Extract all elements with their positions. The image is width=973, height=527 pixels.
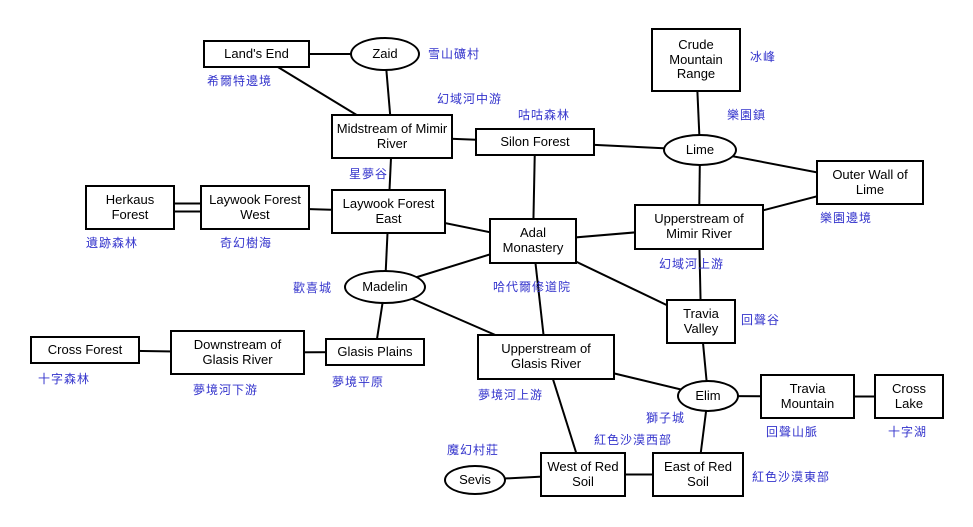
node-upperstream-mimir: Upperstream of Mimir River — [634, 204, 764, 250]
annotation-laywook-west: 奇幻樹海 — [220, 236, 273, 250]
node-zaid: Zaid — [350, 37, 420, 71]
node-label-west-red-soil: West of Red Soil — [547, 458, 619, 489]
node-label-upperstream-mimir: Upperstream of Mimir River — [654, 211, 744, 241]
annotation-travia-valley: 回聲谷 — [741, 313, 781, 327]
node-label-glasis-plains: Glasis Plains — [337, 343, 413, 359]
node-east-red-soil: East of Red Soil — [652, 452, 744, 497]
node-travia-valley: Travia Valley — [666, 299, 736, 344]
node-glasis-plains: Glasis Plains — [325, 338, 425, 366]
node-upperstream-glasis: Upperstream of Glasis River — [477, 334, 615, 380]
node-outer-wall-lime: Outer Wall of Lime — [816, 160, 924, 205]
node-downstream-glasis: Downstream of Glasis River — [170, 330, 305, 375]
node-adal-monastery: Adal Monastery — [489, 218, 577, 264]
node-label-upperstream-glasis: Upperstream of Glasis River — [501, 341, 591, 371]
annotation-herkaus-forest: 遺跡森林 — [86, 236, 139, 250]
annotation-elim: 獅子城 — [646, 411, 686, 425]
annotation-madelin: 歡喜城 — [293, 281, 333, 295]
annotation-laywook-east: 星夢谷 — [349, 167, 389, 181]
annotation-crude-mountain-range: 冰峰 — [750, 50, 777, 64]
node-label-travia-mountain: Travia Mountain — [780, 380, 835, 411]
node-label-elim: Elim — [695, 387, 721, 403]
annotation-silon-forest: 咕咕森林 — [518, 108, 571, 122]
annotation-cross-lake: 十字湖 — [888, 425, 928, 439]
node-cross-forest: Cross Forest — [30, 336, 140, 364]
node-laywook-east: Laywook Forest East — [331, 189, 446, 234]
annotation-adal-monastery: 哈代爾修道院 — [493, 280, 572, 294]
node-travia-mountain: Travia Mountain — [760, 374, 855, 419]
node-label-cross-lake: Cross Lake — [892, 380, 926, 411]
annotation-cross-forest: 十字森林 — [38, 372, 91, 386]
node-label-zaid: Zaid — [372, 45, 398, 61]
annotation-sevis: 魔幻村莊 — [447, 443, 500, 457]
node-label-cross-forest: Cross Forest — [47, 341, 123, 357]
node-label-lime: Lime — [685, 141, 715, 157]
node-label-laywook-west: Laywook Forest West — [209, 191, 301, 222]
annotation-outer-wall-lime: 樂園邊境 — [820, 211, 873, 225]
node-west-red-soil: West of Red Soil — [540, 452, 626, 497]
annotation-west-red-soil: 紅色沙漠西部 — [594, 433, 673, 447]
node-silon-forest: Silon Forest — [475, 128, 595, 156]
annotation-east-red-soil: 紅色沙漠東部 — [752, 470, 831, 484]
annotation-downstream-glasis: 夢境河下游 — [193, 383, 259, 397]
node-cross-lake: Cross Lake — [874, 374, 944, 419]
node-laywook-west: Laywook Forest West — [200, 185, 310, 230]
node-crude-mountain-range: Crude Mountain Range — [651, 28, 741, 92]
annotation-upperstream-glasis: 夢境河上游 — [478, 388, 544, 402]
node-herkaus-forest: Herkaus Forest — [85, 185, 175, 230]
node-label-outer-wall-lime: Outer Wall of Lime — [832, 166, 908, 197]
annotation-upperstream-mimir: 幻域河上游 — [659, 257, 725, 271]
node-label-crude-mountain-range: Crude Mountain Range — [669, 36, 723, 82]
node-lands-end: Land's End — [203, 40, 310, 68]
node-lime: Lime — [663, 134, 737, 166]
node-label-travia-valley: Travia Valley — [683, 305, 719, 336]
node-label-downstream-glasis: Downstream of Glasis River — [193, 336, 282, 367]
node-label-adal-monastery: Adal Monastery — [502, 225, 564, 255]
node-sevis: Sevis — [444, 465, 506, 495]
node-madelin: Madelin — [344, 270, 426, 304]
node-label-silon-forest: Silon Forest — [500, 133, 570, 149]
node-label-madelin: Madelin — [362, 278, 408, 294]
node-midstream-mimir: Midstream of Mimir River — [331, 114, 453, 159]
annotation-lime: 樂園鎮 — [727, 108, 767, 122]
annotation-travia-mountain: 回聲山脈 — [766, 425, 819, 439]
annotation-lands-end: 希爾特邊境 — [207, 74, 273, 88]
node-elim: Elim — [677, 380, 739, 412]
node-label-sevis: Sevis — [459, 471, 491, 487]
annotation-midstream-mimir: 幻域河中游 — [437, 92, 503, 106]
annotation-zaid: 雪山礦村 — [428, 47, 481, 61]
node-label-lands-end: Land's End — [224, 45, 289, 61]
annotation-glasis-plains: 夢境平原 — [332, 375, 385, 389]
node-label-herkaus-forest: Herkaus Forest — [105, 191, 155, 222]
node-label-midstream-mimir: Midstream of Mimir River — [336, 120, 448, 151]
node-label-east-red-soil: East of Red Soil — [664, 458, 732, 489]
node-label-laywook-east: Laywook Forest East — [342, 195, 435, 226]
